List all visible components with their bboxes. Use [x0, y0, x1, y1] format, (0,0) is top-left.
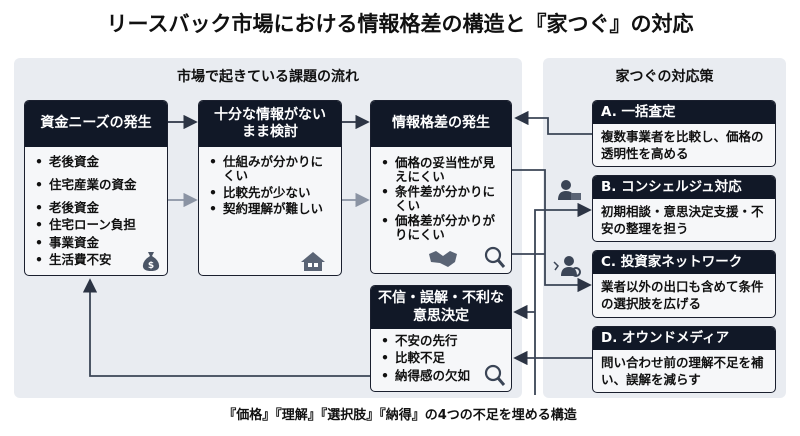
- left-panel-heading: 市場で起きている課題の流れ: [177, 69, 359, 85]
- box-funding-need: 資金ニーズの発生 老後資金 住宅産業の資金 老後資金 住宅ローン負担 事業資金 …: [24, 100, 168, 276]
- list-item: 仕組みが分かりにくい: [209, 154, 335, 184]
- list-item: 事業資金: [35, 235, 161, 248]
- box-title: 十分な情報がないまま検討: [199, 101, 341, 147]
- list-item: 納得感の欠如: [381, 368, 505, 384]
- solution-title: D. オウンドメディア: [593, 327, 775, 350]
- solution-desc: 業者以外の出口も含めて条件の選択肢を広げる: [601, 279, 764, 311]
- box-title: 不信・誤解・不利な意思決定: [371, 286, 511, 329]
- solution-desc: 初期相談・意思決定支援・不安の整理を担う: [601, 204, 764, 236]
- list-item: 生活費不安: [35, 252, 161, 265]
- handshake-icon: [429, 251, 457, 267]
- box-distrust-decision: 不信・誤解・不利な意思決定 不安の先行 比較不足 納得感の欠如: [370, 285, 512, 392]
- right-panel-heading: 家つぐの対応策: [615, 69, 714, 85]
- solution-b: B. コンシェルジュ対応 初期相談・意思決定支援・不安の整理を担う: [592, 175, 776, 242]
- list-item: 比較不足: [381, 350, 505, 366]
- footer-caption: 『価格』『理解』『選択肢』『納得』の4つの不足を埋める構造: [223, 408, 577, 423]
- arrow-4-1: [82, 278, 370, 377]
- box-insufficient-info: 十分な情報がないまま検討 仕組みが分かりにくい 比較先が少ない 契約理解が難しい: [198, 100, 342, 276]
- arrow-a-3: [514, 110, 592, 135]
- list-item: 老後資金: [35, 155, 161, 168]
- list-item: 条件差が分かりにくい: [381, 184, 505, 214]
- list-item: 比較先が少ない: [209, 185, 335, 201]
- solution-title: B. コンシェルジュ対応: [593, 176, 775, 199]
- line-3-c: [512, 169, 592, 293]
- money-bag-icon: $: [142, 252, 160, 271]
- list-item: 住宅産業の資金: [35, 178, 161, 191]
- solution-c: C. 投資家ネットワーク 業者以外の出口も含めて条件の選択肢を広げる: [592, 250, 776, 318]
- box-info-gap: 情報格差の発生 価格の妥当性が見えにくい 条件差が分かりにくい 価格差が分かりが…: [370, 100, 512, 274]
- solution-a: A. 一括査定 複数事業者を比較し、価格の透明性を高める: [592, 100, 776, 167]
- list-item: 価格の妥当性が見えにくい: [381, 155, 505, 185]
- list-item: 住宅ローン負担: [35, 218, 161, 231]
- list-item: 不安の先行: [381, 333, 505, 349]
- arrow-to-b: [534, 202, 592, 395]
- list-item: 老後資金: [35, 201, 161, 214]
- solution-desc: 複数事業者を比較し、価格の透明性を高める: [601, 129, 764, 161]
- network-icon: [553, 256, 581, 277]
- solution-desc: 問い合わせ前の理解不足を補い、誤解を減らす: [601, 355, 764, 387]
- svg-text:$: $: [148, 261, 154, 271]
- page-title: リースバック市場における情報格差の構造と『家つぐ』の対応: [106, 12, 694, 36]
- solution-title: C. 投資家ネットワーク: [593, 251, 775, 274]
- list-item: 価格差が分かりがりにくい: [381, 213, 505, 243]
- concierge-icon: [558, 180, 581, 200]
- search-icon: [484, 246, 506, 268]
- box-title: 情報格差の発生: [371, 101, 511, 147]
- search-icon: [484, 364, 506, 386]
- solution-d: D. オウンドメディア 問い合わせ前の理解不足を補い、誤解を減らす: [592, 326, 776, 393]
- list-item: 契約理解が難しい: [209, 201, 335, 217]
- box-title: 資金ニーズの発生: [25, 101, 167, 147]
- house-icon: [301, 252, 325, 271]
- solution-title: A. 一括査定: [593, 101, 775, 124]
